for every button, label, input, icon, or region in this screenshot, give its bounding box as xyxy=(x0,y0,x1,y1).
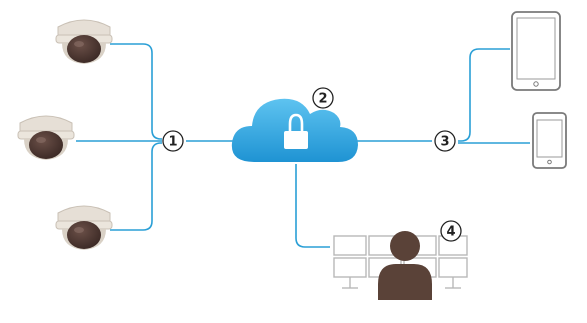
smartphone-icon xyxy=(532,112,567,169)
callout-4: 4 xyxy=(440,220,462,242)
dome-camera-icon xyxy=(55,205,113,250)
person-icon xyxy=(378,231,432,300)
callout-1-label: 1 xyxy=(168,135,177,150)
callout-3-label: 3 xyxy=(440,135,449,150)
line-camera-top xyxy=(110,43,162,140)
dome-camera-icon xyxy=(17,115,75,160)
dome-camera-icon xyxy=(55,19,113,64)
callout-2: 2 xyxy=(312,87,334,109)
line-hub3-tablet xyxy=(458,48,510,142)
line-camera-bottom xyxy=(110,142,162,231)
callout-1: 1 xyxy=(162,130,184,152)
callout-3: 3 xyxy=(434,130,456,152)
callout-4-label: 4 xyxy=(446,225,455,240)
connector-lines xyxy=(76,43,530,248)
callout-2-label: 2 xyxy=(318,92,327,107)
cloud-icon xyxy=(231,98,358,162)
lock-icon xyxy=(284,113,308,149)
tablet-icon xyxy=(511,11,561,91)
line-cloud-monitors xyxy=(295,164,330,248)
